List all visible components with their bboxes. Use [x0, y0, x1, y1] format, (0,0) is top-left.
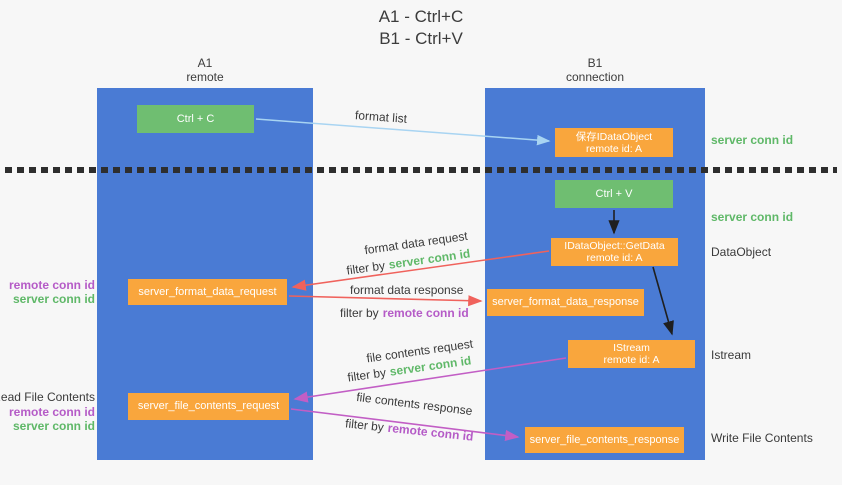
format-list-arrow: [255, 118, 551, 146]
istream-line2: remote id: A: [603, 354, 660, 366]
column-b1-title: B1: [587, 56, 603, 70]
server-file-contents-request-node: server_file_contents_request: [128, 393, 289, 420]
istream-annotation: Istream: [711, 348, 752, 362]
remote-conn-id-annotation-2: remote conn id: [8, 405, 95, 419]
remote-conn-id-annotation-1: remote conn id: [8, 278, 95, 292]
save-idataobject-node: 保存IDataObject remote id: A: [555, 128, 673, 157]
server-conn-id-annotation-1: server conn id: [12, 292, 95, 306]
format-data-response-arrow: [288, 295, 483, 307]
server-format-data-response-label: server_format_data_response: [492, 296, 639, 308]
copy-paste-separator-line: [5, 167, 837, 173]
title-line-2: B1 - Ctrl+V: [379, 29, 463, 48]
server-file-contents-response-node: server_file_contents_response: [525, 427, 684, 453]
column-a1-subtitle: remote: [186, 70, 224, 84]
column-a1-title: A1: [197, 56, 213, 70]
server-format-data-request-node: server_format_data_request: [128, 279, 287, 305]
file-contents-request-arrow: [293, 357, 567, 403]
filter-by-text: filter by: [340, 306, 379, 320]
save-idataobject-line1: 保存IDataObject: [575, 130, 653, 143]
ctrl-c-label: Ctrl + C: [176, 112, 215, 125]
istream-line1: IStream: [613, 342, 650, 354]
ctrl-v-label: Ctrl + V: [595, 187, 633, 200]
server-file-contents-request-label: server_file_contents_request: [137, 400, 280, 412]
file-contents-response-arrow: [290, 408, 520, 441]
ctrl-v-node: Ctrl + V: [555, 180, 673, 208]
server-format-data-response-node: server_format_data_response: [487, 289, 644, 316]
remote-conn-id-text: remote conn id: [382, 306, 469, 320]
format-data-request-arrow: [291, 250, 550, 291]
dataobject-annotation: DataObject: [711, 245, 772, 259]
save-idataobject-line2: remote id: A: [585, 142, 643, 155]
istream-node: IStream remote id: A: [568, 340, 695, 368]
column-header-a1: A1 remote: [97, 56, 313, 84]
write-file-contents-annotation: Write File Contents: [711, 431, 813, 445]
server-file-contents-response-label: server_file_contents_response: [529, 433, 680, 446]
title-line-1: A1 - Ctrl+C: [378, 7, 464, 26]
server-conn-id-annotation-top: server conn id: [711, 133, 794, 147]
getdata-to-istream-arrow: [652, 266, 674, 336]
server-conn-id-annotation-mid: server conn id: [711, 210, 794, 224]
ctrl-c-node: Ctrl + C: [137, 105, 254, 133]
server-conn-id-annotation-2: server conn id: [12, 419, 95, 433]
column-b1-subtitle: connection: [565, 70, 625, 84]
server-format-data-request-label: server_format_data_request: [138, 285, 277, 298]
format-data-response-label: format data response: [350, 283, 464, 297]
getdata-node: IDataObject::GetData remote id: A: [551, 238, 678, 266]
read-file-contents-annotation: Read File Contents: [0, 390, 95, 404]
getdata-line1: IDataObject::GetData: [564, 240, 665, 252]
diagram-title: A1 - Ctrl+C B1 - Ctrl+V: [0, 6, 842, 50]
getdata-line2: remote id: A: [586, 252, 643, 264]
column-header-b1: B1 connection: [485, 56, 705, 84]
